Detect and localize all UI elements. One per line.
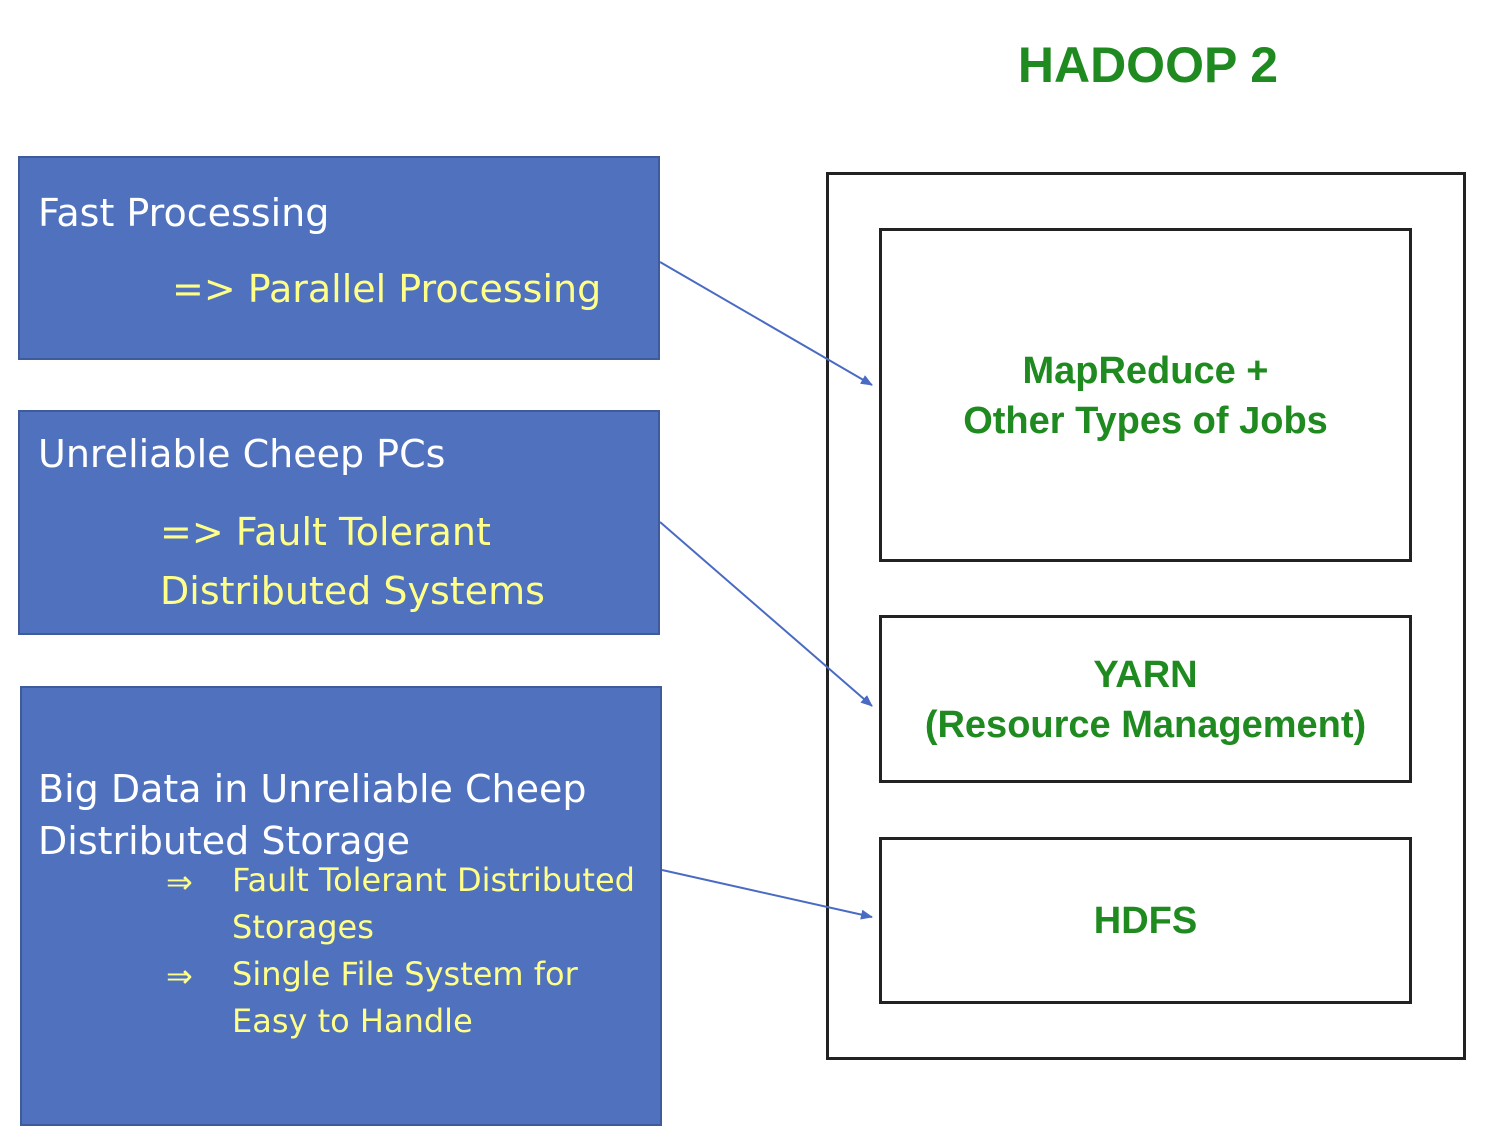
mapreduce-layer — [879, 228, 1412, 562]
unreliable-pcs-heading: Unreliable Cheep PCs — [38, 432, 446, 476]
bullet2-line2: Easy to Handle — [232, 1002, 473, 1040]
fault-tolerant-label-line2: Distributed Systems — [160, 569, 545, 613]
yarn-label-line1: YARN — [1093, 654, 1198, 696]
unreliable-pcs-box — [18, 410, 660, 635]
diagram-title: HADOOP 2 — [1017, 37, 1279, 93]
fast-processing-box — [18, 156, 660, 360]
bullet-arrow-2: ⇒ — [166, 957, 193, 995]
fault-tolerant-label-line1: => Fault Tolerant — [160, 510, 491, 554]
bullet2-line1: Single File System for — [232, 955, 578, 993]
arrow-fast-to-mapreduce — [659, 261, 873, 386]
mapreduce-label-line1: MapReduce + — [1022, 350, 1269, 392]
fast-processing-heading: Fast Processing — [38, 191, 330, 235]
big-data-heading-line1: Big Data in Unreliable Cheep — [38, 767, 587, 811]
hdfs-layer — [879, 837, 1412, 1004]
arrow-bigdata-to-hdfs — [661, 869, 873, 920]
hdfs-label: HDFS — [1093, 900, 1198, 942]
arrow-unreliable-to-yarn — [659, 521, 873, 707]
bullet1-line1: Fault Tolerant Distributed — [232, 861, 635, 899]
yarn-layer — [879, 615, 1412, 783]
mapreduce-label-line2: Other Types of Jobs — [963, 400, 1328, 442]
bullet1-line2: Storages — [232, 908, 374, 946]
parallel-processing-label: => Parallel Processing — [172, 267, 602, 311]
big-data-heading-line2: Distributed Storage — [38, 819, 411, 863]
bullet-arrow-1: ⇒ — [166, 863, 193, 901]
yarn-label-line2: (Resource Management) — [924, 704, 1367, 746]
